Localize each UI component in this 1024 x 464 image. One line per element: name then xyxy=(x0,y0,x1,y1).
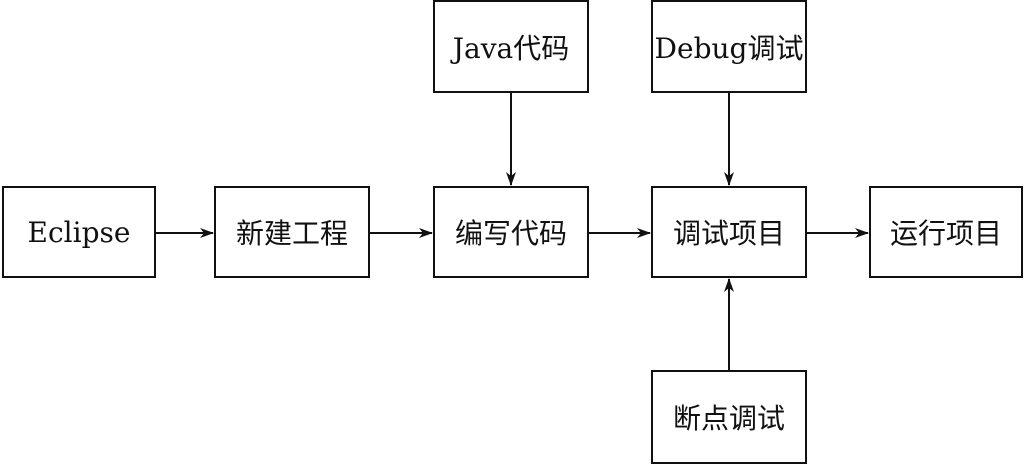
node-debug-mode-label: Debug调试 xyxy=(654,31,804,65)
node-java-code: Java代码 xyxy=(433,0,589,93)
node-run-project-label: 运行项目 xyxy=(889,217,1002,250)
node-java-code-label: Java代码 xyxy=(452,31,570,65)
node-debug-project-label: 调试项目 xyxy=(672,217,785,250)
node-write-code: 编写代码 xyxy=(433,186,589,278)
node-breakpoint-debug-label: 断点调试 xyxy=(672,402,785,435)
node-eclipse: Eclipse xyxy=(2,186,156,278)
node-eclipse-label: Eclipse xyxy=(27,215,131,249)
node-run-project: 运行项目 xyxy=(869,186,1023,278)
node-new-project: 新建工程 xyxy=(214,186,370,278)
node-write-code-label: 编写代码 xyxy=(454,217,567,250)
node-new-project-label: 新建工程 xyxy=(235,217,348,250)
node-breakpoint-debug: 断点调试 xyxy=(651,370,807,464)
node-debug-project: 调试项目 xyxy=(651,186,807,278)
node-debug-mode: Debug调试 xyxy=(651,0,807,93)
